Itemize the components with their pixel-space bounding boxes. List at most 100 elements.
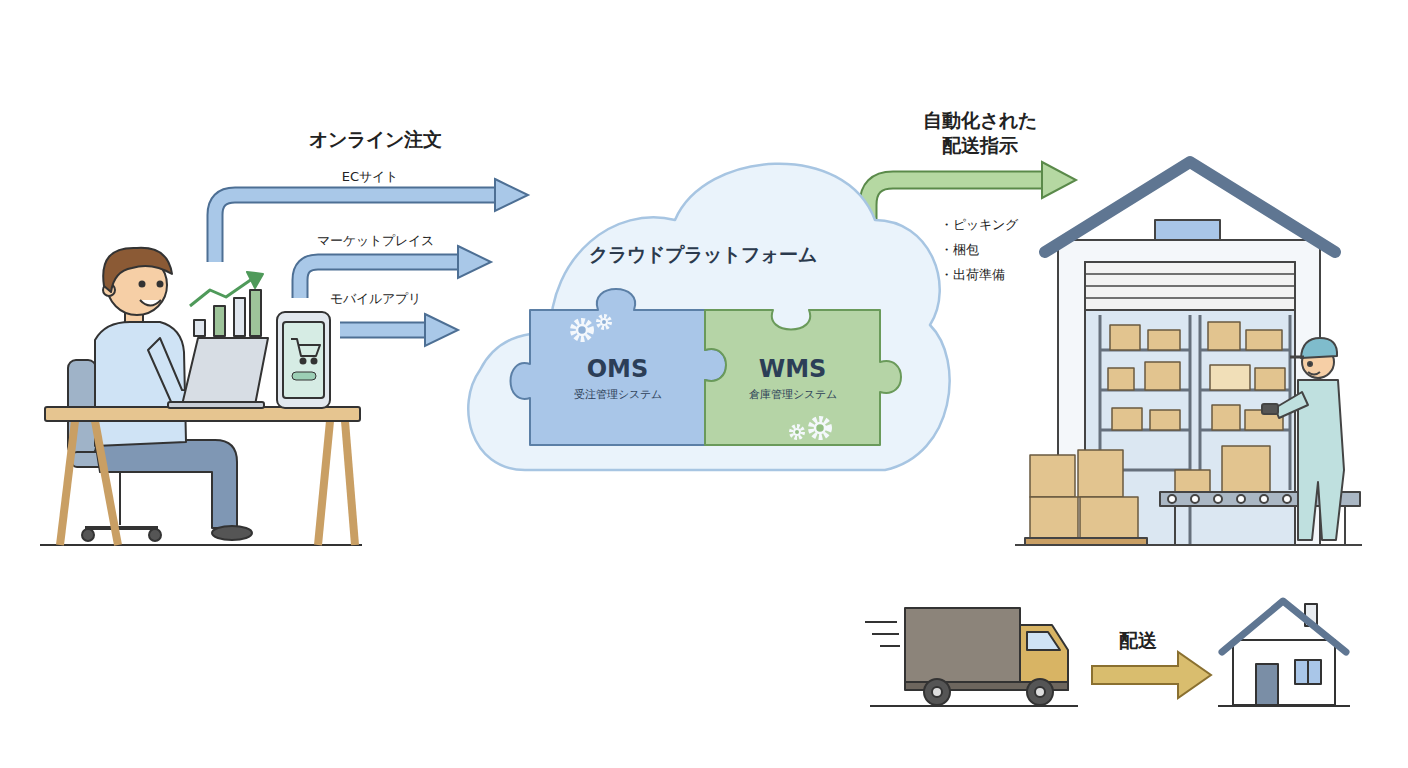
cardboard-box (1222, 446, 1270, 492)
system-description: 受注管理システム (530, 388, 705, 402)
person (103, 248, 172, 292)
smartphone (301, 359, 306, 364)
cardboard-box (1208, 322, 1240, 350)
system-name: WMS (705, 354, 880, 385)
order-arrow (425, 314, 458, 346)
conveyor (1344, 506, 1346, 545)
laptop (182, 338, 268, 405)
delivery-truck (865, 608, 1078, 706)
node-shape (705, 310, 901, 445)
order-arrow (215, 195, 497, 262)
channel-label: モバイルアプリ (330, 290, 421, 307)
smartphone (292, 372, 316, 380)
office-chair (85, 526, 158, 530)
customer-house (1307, 660, 1309, 684)
delivery-truck (870, 705, 1078, 707)
conveyor (1168, 495, 1176, 503)
delivery-truck (1027, 679, 1053, 705)
office-chair (82, 529, 94, 541)
gear-icon (577, 325, 587, 335)
office-chair (119, 467, 121, 525)
growth-chart (214, 306, 225, 336)
warehouse (1085, 285, 1295, 287)
gear-icon (573, 321, 591, 339)
warehouse (1015, 162, 1362, 545)
warehouse-worker (1262, 404, 1278, 414)
cardboard-box (1030, 455, 1075, 497)
delivery-arrow (1092, 652, 1211, 698)
conveyor (1174, 506, 1176, 545)
desk (318, 421, 330, 545)
delivery-truck (932, 687, 942, 697)
delivery-truck (924, 679, 950, 705)
cardboard-box (1210, 365, 1250, 390)
gear-icon (791, 426, 803, 438)
cardboard-box (1148, 330, 1180, 350)
platform-title: クラウドプラットフォーム (455, 242, 950, 267)
order-arrow (340, 322, 427, 339)
puzzle-piece: WMS倉庫管理システム (705, 310, 880, 445)
system-name: OMS (530, 354, 705, 385)
warehouse-worker (1308, 372, 1320, 375)
warehouse (1045, 162, 1335, 252)
order-arrow (215, 179, 528, 346)
channel-label: ECサイト (342, 168, 398, 185)
warehouse-worker (1308, 362, 1312, 366)
conveyor (1237, 495, 1245, 503)
gear-icon (811, 419, 829, 437)
channel-label: マーケットプレイス (317, 232, 434, 249)
gear-icon (811, 419, 829, 437)
customer-house (1233, 640, 1335, 705)
task-bullet: ・ピッキング (940, 216, 1018, 233)
growth-chart (190, 279, 252, 306)
smartphone (277, 312, 330, 408)
smartphone (283, 322, 324, 398)
floor-line (40, 544, 362, 546)
gear-icon (598, 316, 610, 328)
cardboard-box (1108, 368, 1134, 390)
storage-shelf (1199, 315, 1202, 490)
flow-heading: 自動化された 配送指示 (905, 108, 1055, 158)
laptop (168, 338, 268, 408)
office-scene (40, 248, 362, 545)
cardboard-box (1110, 325, 1140, 350)
conveyor (1283, 495, 1291, 503)
delivery-truck (1027, 632, 1060, 650)
desk (95, 421, 118, 545)
delivery-label: 配送 (1119, 628, 1157, 653)
task-bullet: ・出荷準備 (940, 266, 1005, 283)
warehouse-worker (1301, 338, 1337, 358)
gear-icon (815, 423, 825, 433)
warehouse (1085, 273, 1295, 275)
gear-icon (791, 426, 803, 438)
growth-chart (234, 298, 245, 336)
desk (60, 421, 75, 545)
cardboard-box (1080, 497, 1138, 539)
order-arrow (495, 179, 528, 211)
person (212, 526, 252, 540)
desk (45, 407, 360, 421)
warehouse-worker (1275, 392, 1308, 418)
cardboard-box (1212, 405, 1240, 430)
dispatch-arrow (1042, 162, 1076, 198)
warehouse (1085, 297, 1295, 299)
delivery-truck (905, 608, 1020, 682)
task-bullet: ・梱包 (940, 241, 979, 258)
smartphone (277, 312, 330, 408)
warehouse (1085, 262, 1295, 310)
cardboard-box (1255, 368, 1285, 390)
delivery-truck (865, 621, 897, 623)
warehouse (1025, 538, 1147, 545)
cardboard-box (1112, 408, 1142, 430)
customer-house (1222, 601, 1346, 652)
gear-icon (598, 316, 610, 328)
node-shape (468, 164, 949, 470)
gear-icon (601, 319, 607, 325)
warehouse (1015, 544, 1362, 546)
person (158, 282, 163, 287)
desk (345, 421, 355, 545)
conveyor (1191, 495, 1199, 503)
